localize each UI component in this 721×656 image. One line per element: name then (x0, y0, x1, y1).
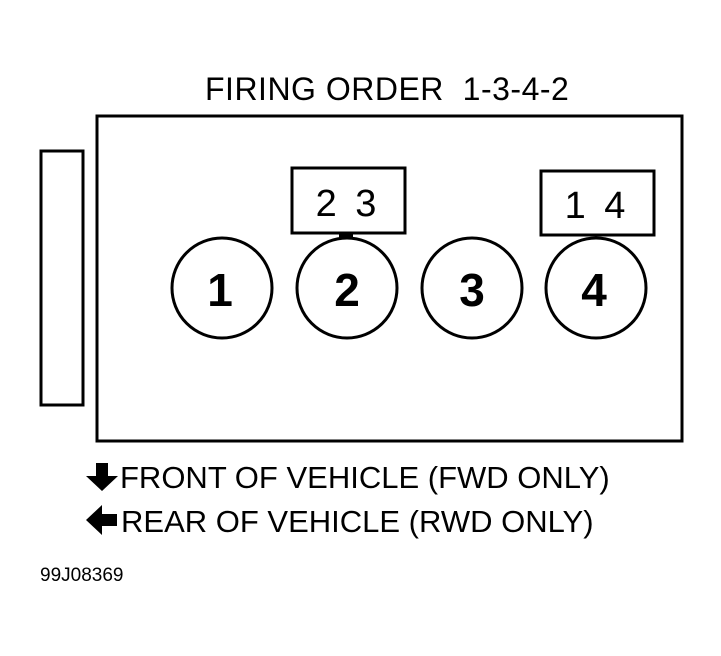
coil-pack-box (539, 169, 656, 237)
cylinder-circle (170, 236, 274, 340)
cylinder-circle (544, 236, 648, 340)
cylinder-number: 4 (581, 264, 607, 316)
cylinder-circle (420, 236, 524, 340)
engine-front-cover (39, 149, 85, 407)
coil-pack-label: 1 4 (565, 185, 630, 227)
coil-pack-label: 2 3 (316, 183, 381, 225)
cylinder-number: 2 (334, 264, 360, 316)
note-text: FRONT OF VEHICLE (FWD ONLY) (120, 460, 610, 495)
cylinder-1: 1 (170, 236, 274, 340)
arrow-left-icon (86, 505, 117, 535)
cylinder-3: 3 (420, 236, 524, 340)
cylinder-number: 1 (207, 264, 233, 316)
note-front-of-vehicle: FRONT OF VEHICLE (FWD ONLY) (86, 460, 610, 495)
coil-pack-1-4: 1 4 (539, 169, 656, 237)
engine-block (95, 114, 684, 443)
note-rear-of-vehicle: REAR OF VEHICLE (RWD ONLY) (86, 504, 594, 539)
cylinder-circle (295, 236, 399, 340)
diagram-title: FIRING ORDER 1-3-4-2 (205, 71, 569, 107)
coil-pack-2-3: 2 3 (290, 166, 407, 235)
cylinder-number: 3 (459, 264, 485, 316)
note-text: REAR OF VEHICLE (RWD ONLY) (121, 504, 594, 539)
figure-id: 99J08369 (40, 565, 123, 586)
cylinder-2: 2 (295, 236, 399, 340)
cylinder-4: 4 (544, 236, 648, 340)
coil-connector (339, 232, 353, 239)
arrow-down-icon (86, 463, 118, 491)
